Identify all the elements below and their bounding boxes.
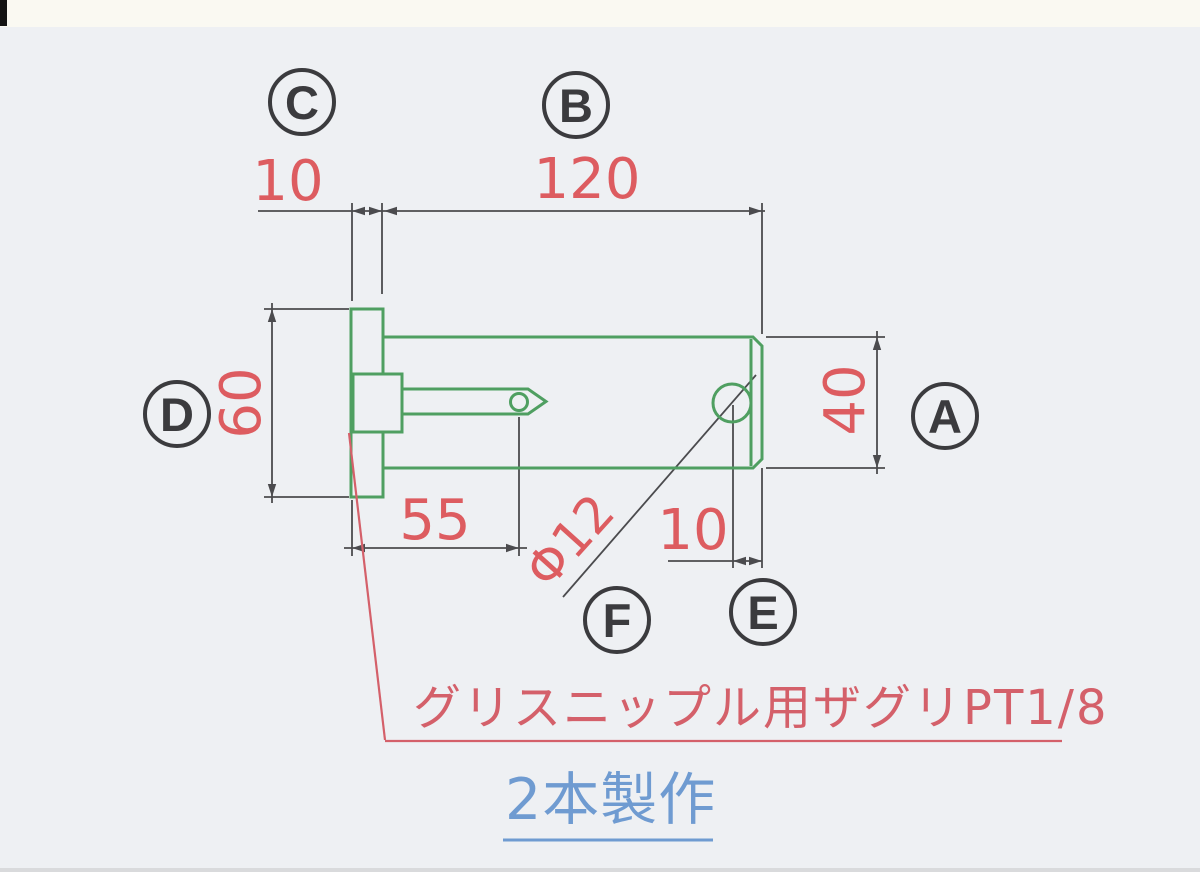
counterbore-leader bbox=[347, 432, 1062, 743]
dim-flange-diameter: 60 bbox=[209, 367, 274, 439]
dim-hole-end-offset: 10 bbox=[657, 497, 729, 563]
view-label-e: E bbox=[729, 578, 797, 646]
view-label-e-text: E bbox=[747, 585, 779, 639]
view-label-a: A bbox=[911, 382, 979, 450]
view-label-c-text: C bbox=[285, 75, 319, 129]
view-label-c: C bbox=[268, 68, 336, 136]
dim-flange-thickness: 10 bbox=[252, 148, 324, 214]
nipple-hole bbox=[509, 392, 529, 412]
part-outline bbox=[349, 307, 764, 499]
pin-body-outline bbox=[383, 335, 764, 470]
grease-nipple-outline bbox=[400, 387, 549, 416]
view-label-b: B bbox=[542, 71, 610, 139]
scan-bottom-edge bbox=[0, 868, 1200, 872]
view-label-a-text: A bbox=[928, 389, 962, 443]
dim-body-diameter: 40 bbox=[813, 364, 878, 436]
view-label-f-text: F bbox=[602, 593, 632, 647]
view-label-d-text: D bbox=[160, 387, 194, 441]
dimension-lines bbox=[258, 203, 885, 598]
production-note: 2本製作 bbox=[505, 767, 717, 833]
view-label-f: F bbox=[583, 586, 651, 654]
cross-hole bbox=[711, 382, 753, 424]
nipple-boss-outline bbox=[351, 372, 404, 434]
dim-nipple-length: 55 bbox=[399, 487, 471, 553]
scan-corner-mark bbox=[0, 0, 7, 26]
dim-body-length: 120 bbox=[533, 146, 641, 212]
counterbore-note: グリスニップル用ザグリPT1/8 bbox=[413, 680, 1109, 736]
view-label-d: D bbox=[143, 380, 211, 448]
scan-edge-strip bbox=[0, 0, 1200, 27]
view-label-b-text: B bbox=[559, 78, 593, 132]
